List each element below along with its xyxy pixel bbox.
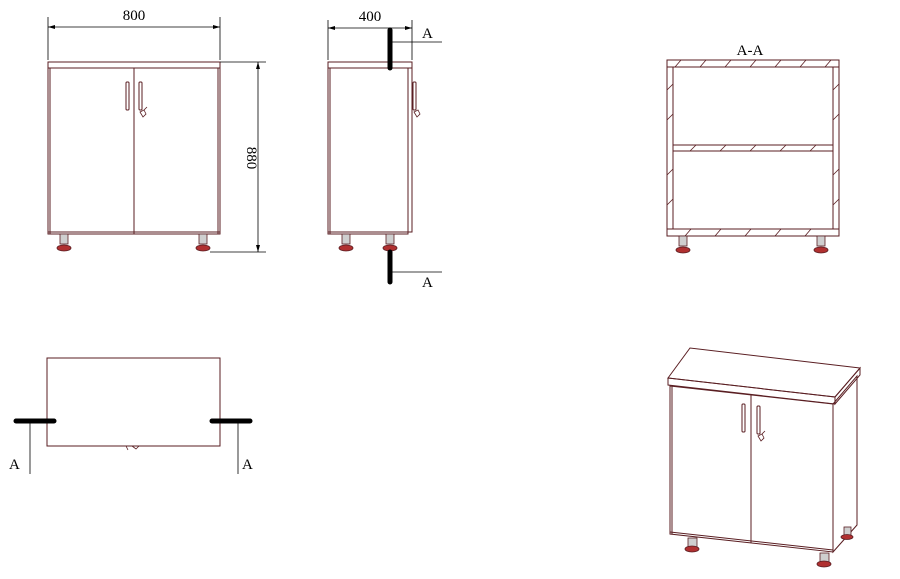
side-foot-left xyxy=(341,233,351,245)
side-foot-right xyxy=(385,233,395,245)
side-top-board xyxy=(327,61,413,69)
section-shelf xyxy=(672,144,834,152)
iso-side xyxy=(832,374,858,554)
handle-right xyxy=(138,81,143,111)
section-view: A-A xyxy=(666,43,840,254)
front-foot-right xyxy=(198,233,208,245)
side-lock-icon xyxy=(413,109,421,118)
side-body xyxy=(327,67,409,235)
top-view: A A xyxy=(9,357,253,474)
top-cut-label-right: A xyxy=(242,457,253,473)
top-cut-label-left: A xyxy=(9,457,20,473)
width-label: 800 xyxy=(123,8,146,24)
top-outline xyxy=(46,357,221,447)
iso-foot-back-right xyxy=(843,526,852,536)
side-door xyxy=(407,67,413,233)
side-handle xyxy=(412,81,417,111)
iso-lock-icon xyxy=(757,430,766,442)
handle-left xyxy=(125,81,130,111)
hatch-walls xyxy=(666,83,840,206)
iso-handle-left xyxy=(741,403,746,433)
section-foot-right xyxy=(816,235,826,247)
isometric-view xyxy=(667,347,861,568)
front-view: 800 880 xyxy=(47,8,266,253)
section-foot-left xyxy=(678,235,688,247)
depth-label: 400 xyxy=(359,9,382,25)
hatch-top xyxy=(674,59,832,68)
arrow-left xyxy=(48,25,55,29)
top-lock-icon xyxy=(125,445,140,451)
arrow-right xyxy=(213,25,220,29)
lock-icon xyxy=(139,106,148,118)
cut-label-top: A xyxy=(422,26,433,42)
iso-handle-right xyxy=(756,405,761,435)
section-title: A-A xyxy=(737,43,764,59)
side-view: 400 A A xyxy=(327,9,442,291)
height-label: 880 xyxy=(243,147,259,170)
iso-top xyxy=(667,347,861,398)
cut-label-bottom: A xyxy=(422,275,433,291)
front-top-board xyxy=(47,61,221,69)
hatch-bottom xyxy=(684,228,812,237)
front-foot-left xyxy=(59,233,69,245)
hatch-shelf xyxy=(689,144,817,152)
